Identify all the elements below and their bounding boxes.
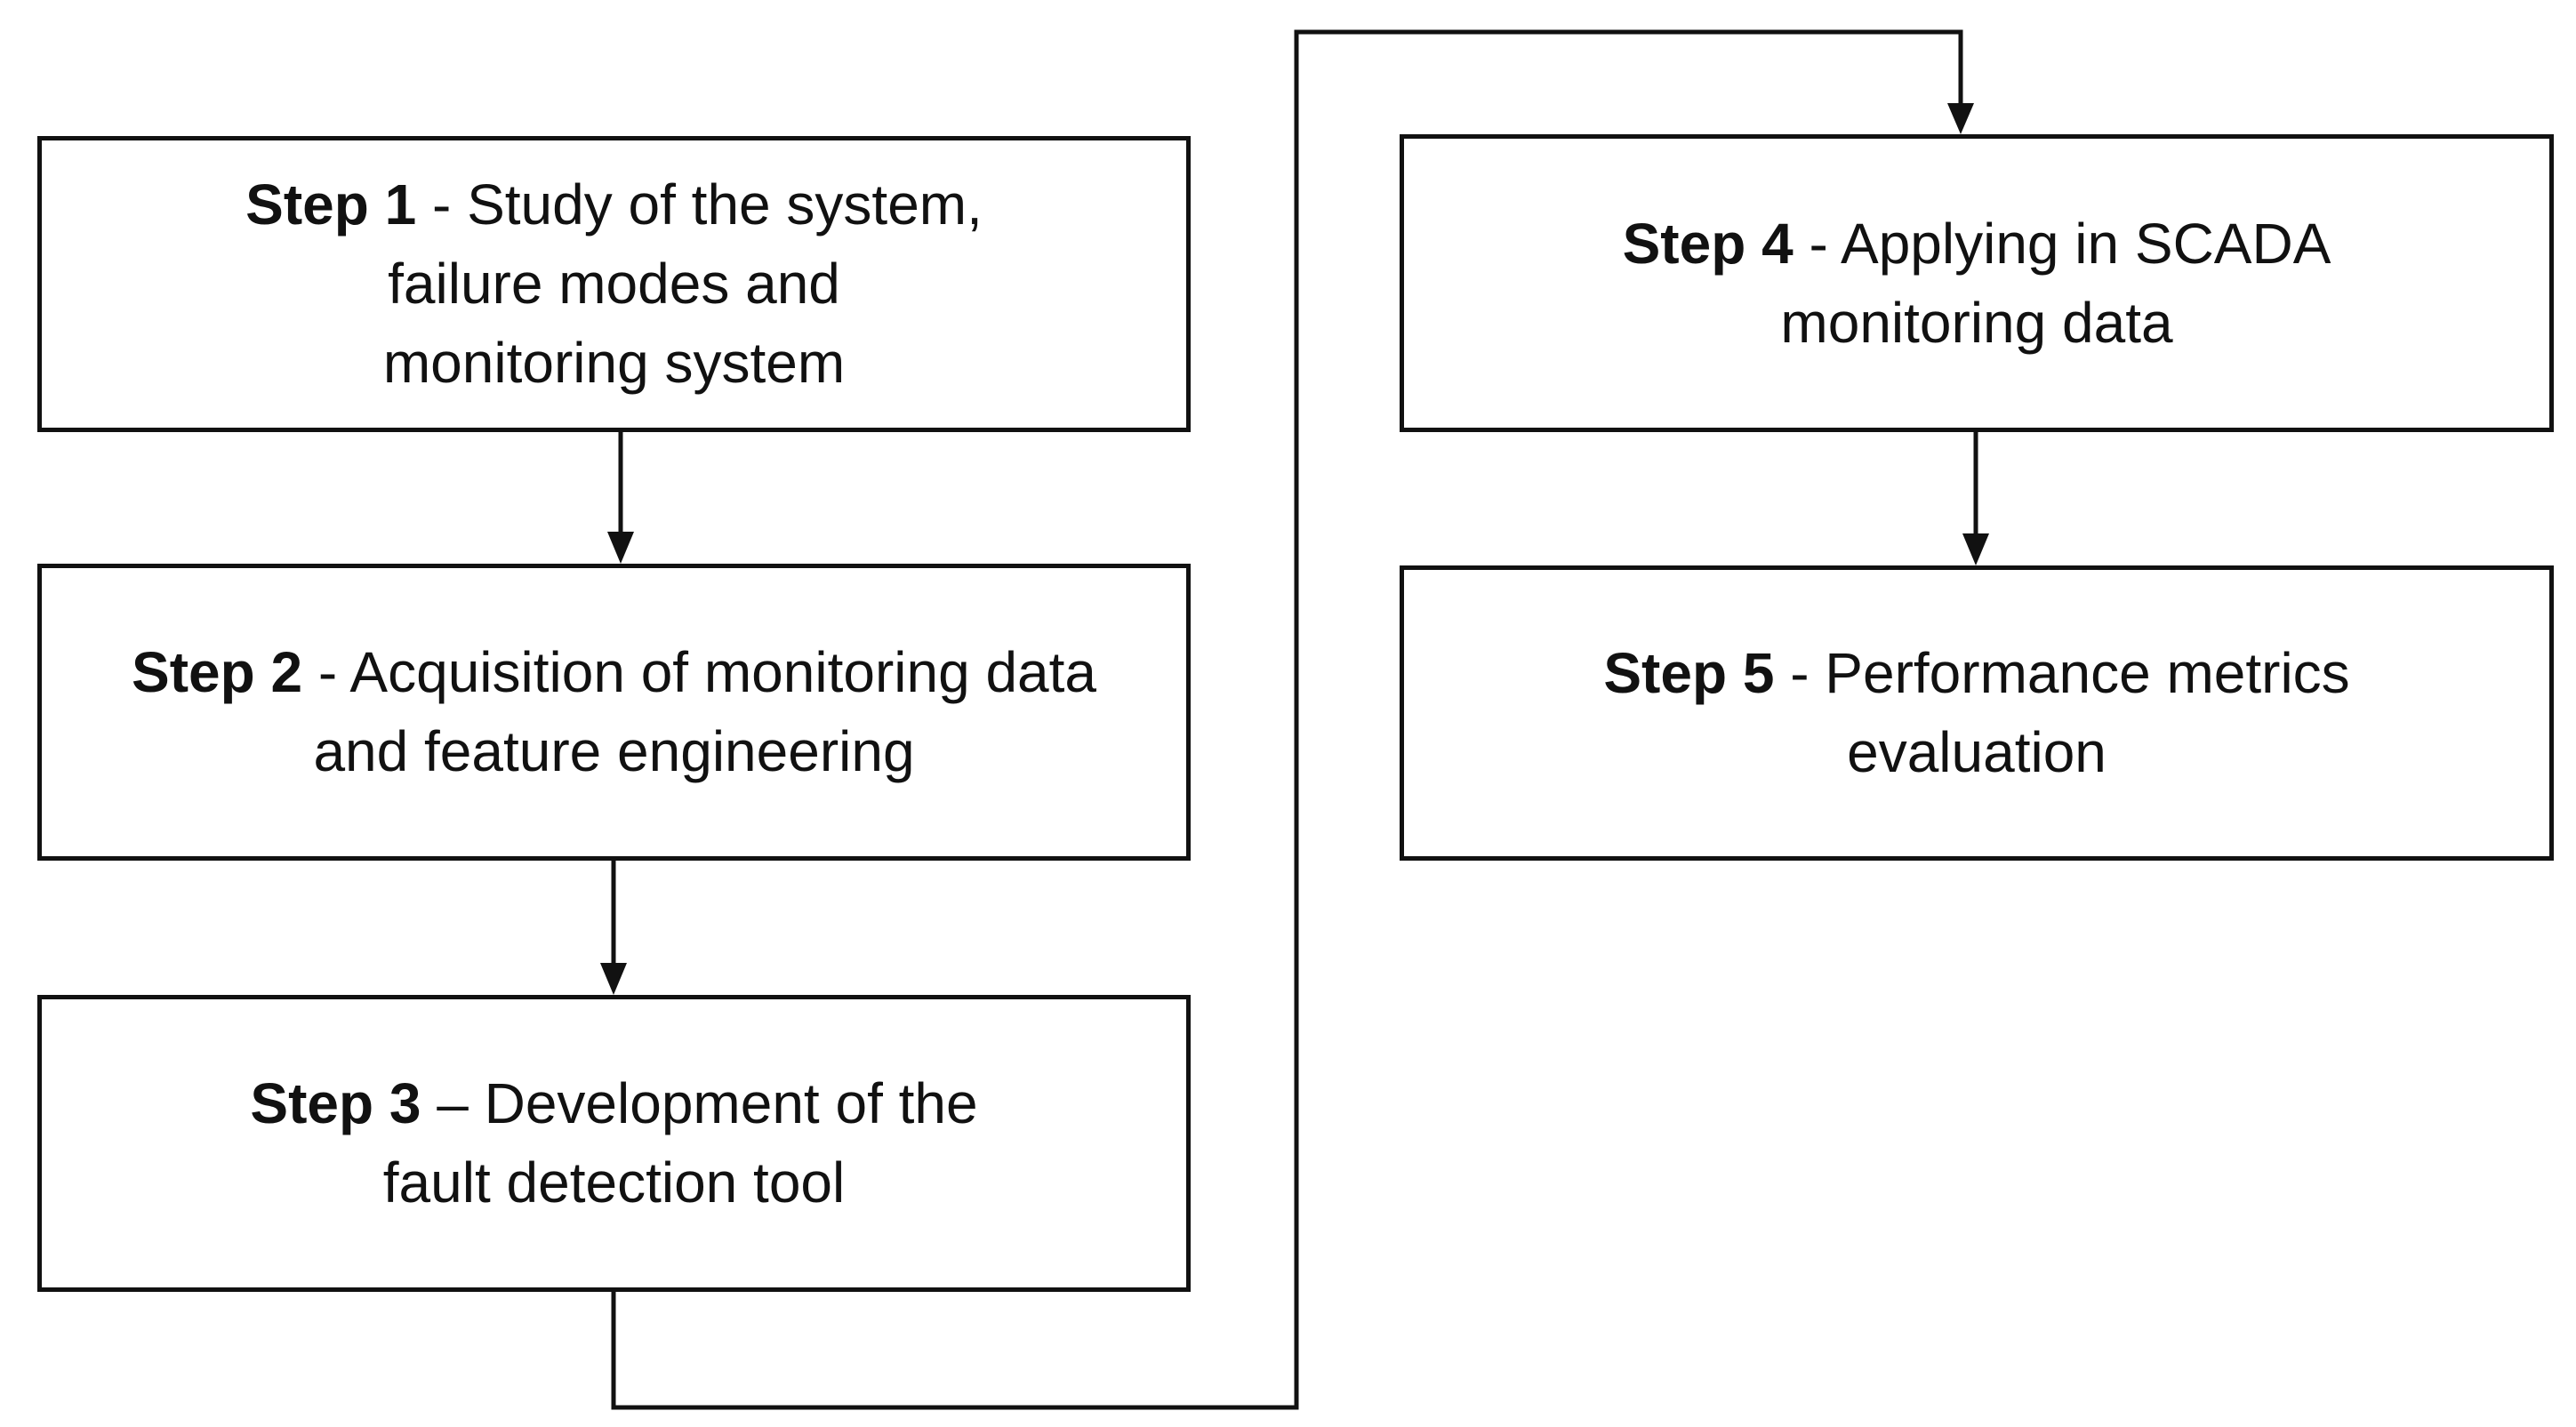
- arrowhead-step2-icon: [607, 532, 634, 564]
- arrow-step1-to-step2: [607, 432, 634, 564]
- step-1-text: Step 1 - Study of the system, failure mo…: [245, 165, 983, 403]
- step-3-box: Step 3 – Development of the fault detect…: [37, 995, 1191, 1292]
- step-5-label: Step 5: [1603, 641, 1775, 705]
- step-5-separator: -: [1774, 641, 1826, 705]
- step-2-label: Step 2: [132, 640, 303, 704]
- step-1-label: Step 1: [245, 172, 417, 236]
- step-4-description-line-2: monitoring data: [1780, 290, 2173, 355]
- step-2-line-1: Step 2 - Acquisition of monitoring data: [132, 633, 1096, 712]
- step-3-text: Step 3 – Development of the fault detect…: [250, 1064, 977, 1223]
- step-3-description-line-1: Development of the: [484, 1071, 978, 1135]
- step-3-line-1: Step 3 – Development of the: [250, 1064, 977, 1143]
- step-4-box: Step 4 - Applying in SCADA monitoring da…: [1400, 134, 2554, 432]
- step-2-box: Step 2 - Acquisition of monitoring data …: [37, 564, 1191, 861]
- step-2-description-line-1: Acquisition of monitoring data: [349, 640, 1096, 704]
- step-5-box: Step 5 - Performance metrics evaluation: [1400, 565, 2554, 861]
- step-5-description-line-1: Performance metrics: [1825, 641, 2350, 705]
- step-2-separator: -: [302, 640, 350, 704]
- step-4-description-line-1: Applying in SCADA: [1841, 211, 2331, 276]
- arrowhead-step5-icon: [1962, 533, 1989, 565]
- step-1-box: Step 1 - Study of the system, failure mo…: [37, 136, 1191, 432]
- step-4-text: Step 4 - Applying in SCADA monitoring da…: [1623, 204, 2331, 363]
- step-3-description-line-2: fault detection tool: [382, 1150, 846, 1215]
- arrowhead-step4-icon: [1947, 103, 1974, 134]
- step-1-description-line-3: monitoring system: [382, 331, 846, 395]
- step-1-description-line-1: Study of the system,: [467, 172, 983, 236]
- step-1-description-line-2: failure modes and: [388, 252, 840, 316]
- step-3-label: Step 3: [250, 1071, 421, 1135]
- step-1-separator: -: [416, 172, 468, 236]
- step-5-line-1: Step 5 - Performance metrics: [1603, 634, 2349, 713]
- step-4-line-1: Step 4 - Applying in SCADA: [1623, 204, 2331, 284]
- step-2-description-line-2: and feature engineering: [313, 719, 915, 783]
- step-1-line-1: Step 1 - Study of the system,: [245, 165, 983, 245]
- step-3-separator: –: [421, 1071, 485, 1135]
- arrow-step4-to-step5: [1962, 432, 1989, 565]
- arrowhead-step3-icon: [600, 963, 627, 995]
- step-2-text: Step 2 - Acquisition of monitoring data …: [132, 633, 1096, 791]
- step-4-label: Step 4: [1622, 211, 1794, 276]
- step-4-separator: -: [1793, 211, 1842, 276]
- arrow-step2-to-step3: [600, 861, 627, 995]
- step-5-description-line-2: evaluation: [1847, 720, 2107, 784]
- step-5-text: Step 5 - Performance metrics evaluation: [1603, 634, 2349, 792]
